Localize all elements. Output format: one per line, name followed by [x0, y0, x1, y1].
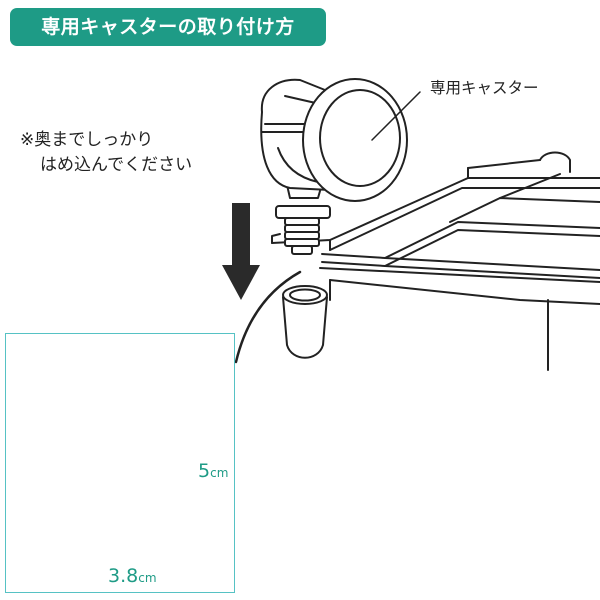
width-unit: cm [138, 571, 157, 585]
down-arrow-icon [222, 203, 260, 300]
height-unit: cm [210, 466, 229, 480]
caster-label: 専用キャスター [430, 79, 539, 97]
title-banner: 専用キャスターの取り付け方 [10, 8, 326, 46]
label-pointer [371, 91, 421, 141]
width-value: 3.8 [108, 565, 139, 587]
caster-wheel-icon [260, 78, 408, 255]
caster-socket [282, 285, 328, 359]
cabinet-corner [234, 270, 302, 364]
cabinet-frame [271, 151, 600, 371]
height-dimension-label: 5cm [198, 460, 228, 482]
height-value: 5 [198, 460, 211, 482]
width-dimension-label: 3.8cm [108, 565, 157, 587]
inset-frame [5, 333, 235, 593]
instruction-line-2: はめ込んでください [40, 155, 193, 175]
insert-instruction: ※奥までしっかり はめ込んでください [20, 128, 192, 178]
instruction-line-1: ※奥までしっかり [20, 130, 154, 150]
